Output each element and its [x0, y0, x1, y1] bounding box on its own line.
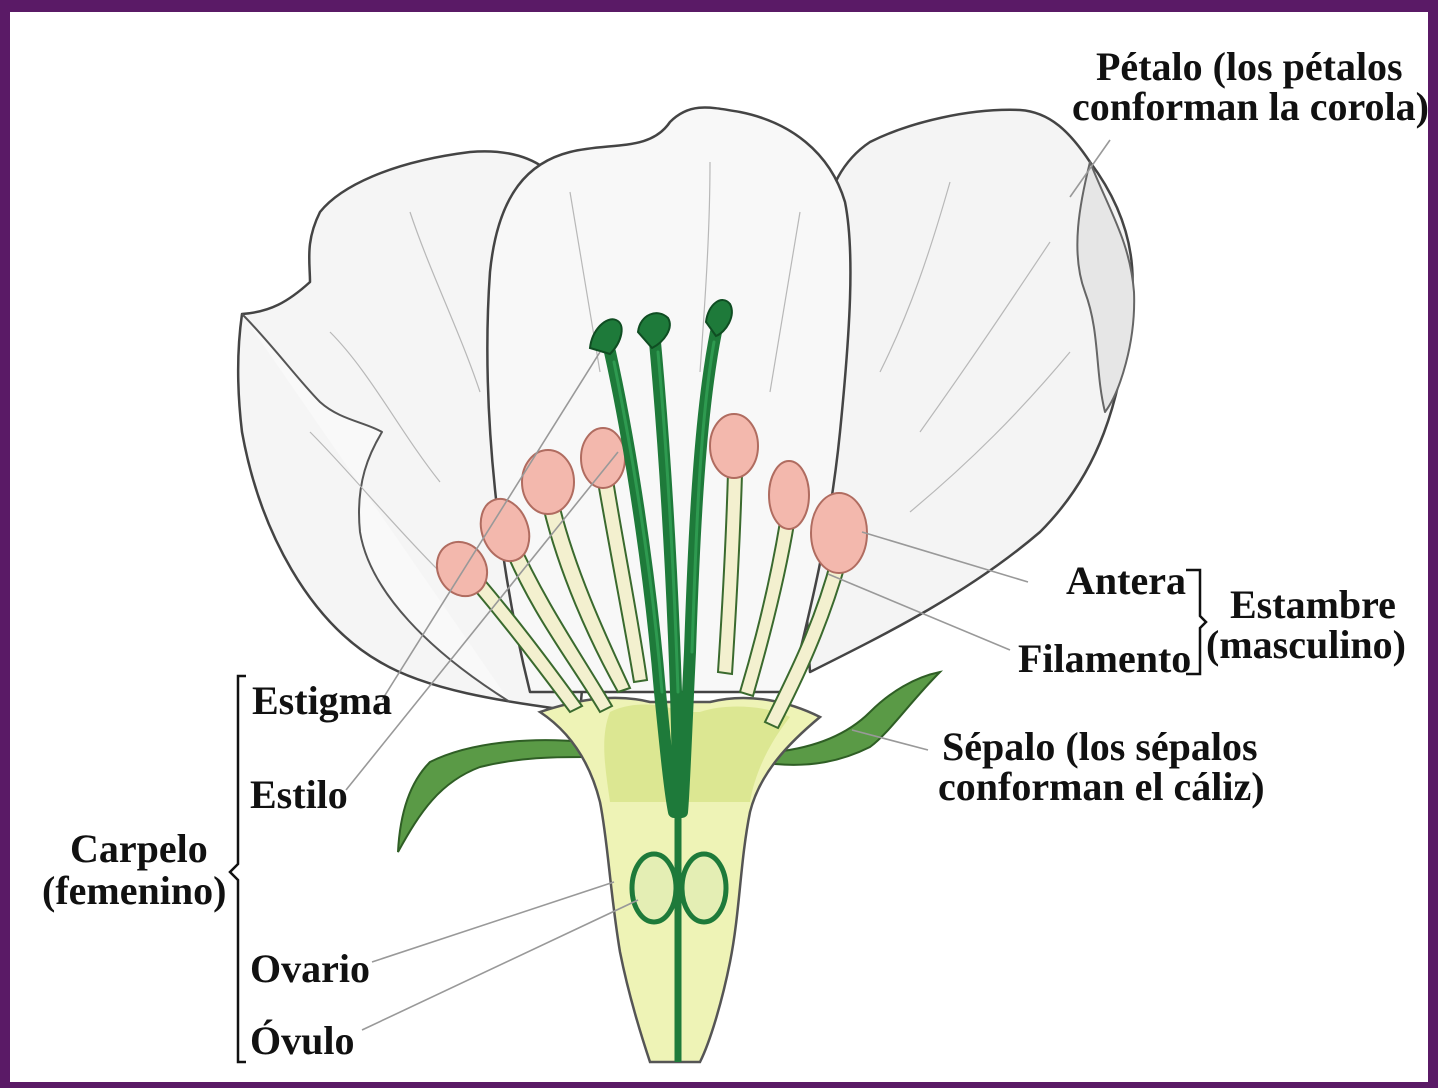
leader-ovario: [372, 882, 614, 962]
carpelo-bracket: [230, 676, 246, 1062]
label-estambre-2: (masculino): [1206, 622, 1406, 667]
flower-diagram: Pétalo (los pétalos conforman la corola)…: [10, 12, 1428, 1082]
label-petalo-2: conforman la corola): [1072, 84, 1428, 129]
label-ovario: Ovario: [250, 946, 370, 991]
anther-7: [811, 493, 867, 573]
label-petalo-1: Pétalo (los pétalos: [1096, 44, 1403, 89]
ovule-left: [632, 854, 676, 922]
anther-4: [581, 428, 625, 488]
label-carpelo-1: Carpelo: [70, 826, 208, 871]
label-sepalo-1: Sépalo (los sépalos: [942, 724, 1258, 769]
label-antera: Antera: [1066, 558, 1186, 603]
left-sepal: [398, 740, 585, 852]
diagram-frame: Pétalo (los pétalos conforman la corola)…: [10, 12, 1428, 1082]
anther-6: [769, 461, 809, 529]
label-estambre-1: Estambre: [1230, 582, 1396, 627]
anther-3: [522, 450, 574, 514]
label-estigma: Estigma: [252, 678, 392, 723]
label-sepalo-2: conforman el cáliz): [938, 764, 1265, 809]
label-filamento: Filamento: [1018, 636, 1191, 681]
label-carpelo-2: (femenino): [42, 868, 226, 913]
label-ovulo: Óvulo: [250, 1018, 354, 1063]
anther-5: [710, 414, 758, 478]
ovule-right: [682, 854, 726, 922]
label-estilo: Estilo: [250, 772, 348, 817]
